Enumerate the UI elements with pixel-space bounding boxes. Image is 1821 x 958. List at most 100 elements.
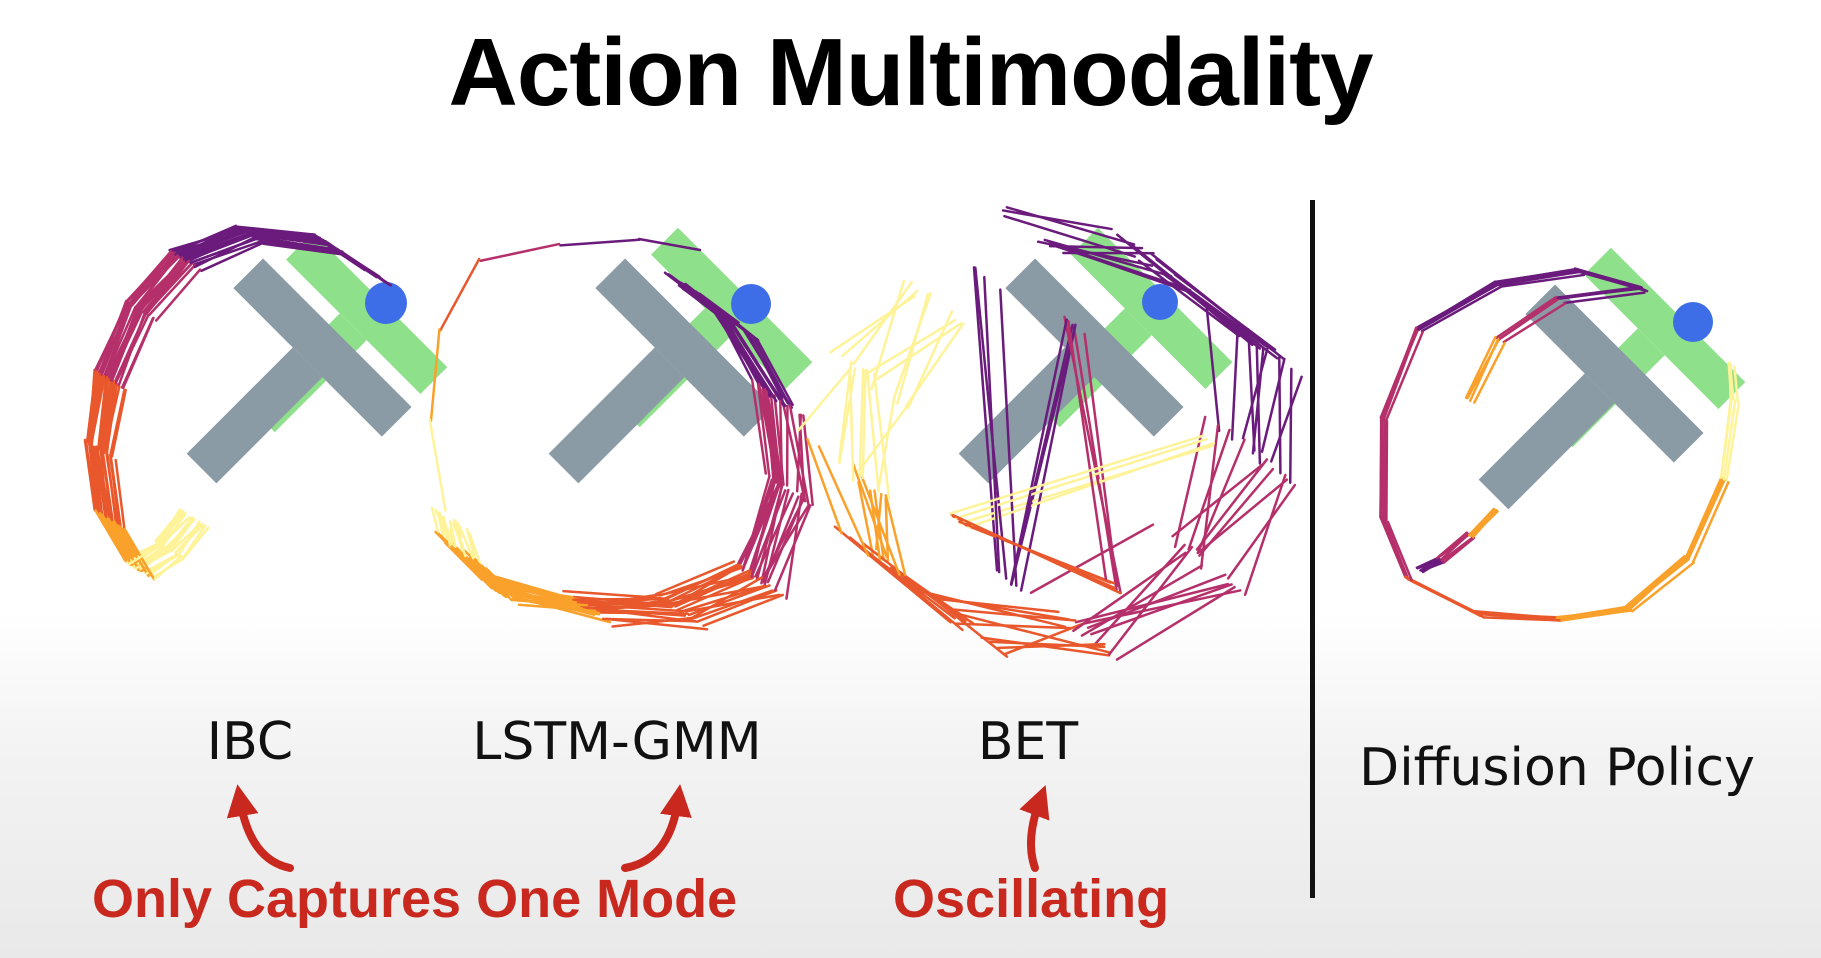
trajectory-segment [145, 554, 180, 575]
trajectory-segment [109, 456, 121, 528]
trajectory-segment [246, 232, 332, 247]
trajectory-segment [1005, 206, 1136, 246]
trajectory-segment [874, 492, 883, 551]
annotation-oscillating: Oscillating [893, 869, 1170, 929]
trajectory-segment [765, 387, 780, 482]
trajectory-segment [665, 576, 754, 604]
trajectory-segment [1386, 520, 1414, 583]
trajectory-segment [1067, 320, 1108, 580]
trajectory-segment [936, 596, 1071, 621]
trajectory-segment [601, 617, 697, 623]
trajectory-segment [143, 553, 179, 574]
trajectory-segment [750, 478, 777, 578]
trajectory-segment [1383, 519, 1410, 580]
panel-diffusion-policy [1379, 247, 1746, 622]
trajectory-segment [702, 593, 785, 627]
trajectory-segment [1691, 481, 1730, 564]
trajectory-segment [110, 308, 142, 383]
trajectory-segment [586, 607, 687, 617]
trajectory-segment [1733, 365, 1740, 404]
trajectory-segment [637, 237, 702, 252]
trajectory-segment [1072, 551, 1187, 633]
trajectory-segment [673, 278, 720, 315]
trajectory-segment [755, 337, 794, 407]
trajectory-segment [1502, 302, 1567, 344]
trajectory-segment [85, 372, 100, 444]
panel-bet [797, 206, 1303, 661]
trajectory-segment [1278, 355, 1282, 475]
trajectory-segment [1380, 326, 1418, 420]
trajectory-segment [1243, 473, 1287, 596]
trajectory-segment [723, 318, 778, 403]
trajectory-segment [748, 333, 784, 399]
trajectory-segment [1728, 363, 1734, 401]
trajectory-segment [1241, 346, 1269, 440]
agent-dot [1673, 302, 1713, 342]
trajectory-segment [125, 255, 179, 303]
trajectory-segment [465, 527, 476, 558]
trajectory-segment [690, 576, 764, 620]
trajectory-segment [105, 452, 119, 526]
trajectory-segment [987, 640, 1106, 649]
trajectory-segment [182, 234, 252, 261]
trajectory-segment [848, 536, 964, 632]
trajectory-segment [950, 513, 1122, 595]
trajectory-segment [153, 554, 183, 581]
trajectory-segment [182, 526, 210, 560]
trajectory-segment [1482, 616, 1563, 622]
trajectory-segment [252, 235, 340, 252]
agent-dot [1142, 284, 1178, 320]
trajectory-segment [169, 227, 240, 253]
trajectory-segment [88, 442, 103, 516]
trajectory-segment [1086, 573, 1227, 629]
trajectory-segment [489, 584, 574, 599]
trajectory-segment [1421, 559, 1443, 574]
trajectory-segment [177, 520, 201, 557]
trajectory-segment [479, 242, 561, 263]
trajectory-segment [719, 313, 767, 391]
trajectory-segment [1560, 609, 1633, 622]
trajectory-segment [100, 301, 132, 376]
method-label-ibc: IBC [206, 712, 294, 772]
trajectory-segment [239, 229, 316, 236]
trajectory-segment [430, 506, 440, 536]
trajectory-segment [428, 418, 447, 512]
trajectory-segment [1010, 323, 1074, 586]
trajectory-segment [1684, 476, 1723, 559]
trajectory-segment [101, 450, 114, 523]
trajectory-segment [875, 322, 963, 381]
trajectory-segment [109, 388, 126, 457]
annotation-one-mode: Only Captures One Mode [92, 869, 738, 929]
t-block [1478, 284, 1704, 510]
trajectory-segment [1196, 438, 1246, 555]
trajectory-segment [1411, 580, 1484, 618]
trajectory-segment [200, 241, 265, 273]
trajectory-segment [97, 299, 128, 376]
trajectory-segment [105, 380, 116, 456]
trajectory-segment [101, 380, 114, 454]
trajectory-segment [1442, 536, 1476, 564]
trajectory-segment [157, 508, 182, 545]
trajectory-segment [1379, 516, 1407, 579]
trajectory-segment [750, 378, 768, 475]
trajectory-segment [865, 368, 880, 493]
trajectory-segment [872, 372, 891, 500]
trajectory-segment [1043, 238, 1173, 278]
trajectory-segment [802, 414, 814, 507]
trajectory-segment [806, 437, 843, 535]
trajectory-segment [860, 475, 901, 576]
trajectory-segment [966, 441, 1216, 529]
trajectory-segment [763, 387, 779, 483]
trajectory-segment [769, 395, 782, 488]
trajectory-segment [1471, 509, 1498, 539]
trajectory-segment [906, 310, 954, 410]
trajectory-segment [189, 237, 258, 265]
trajectory-segment [1288, 367, 1293, 485]
trajectory-segment [605, 617, 709, 631]
trajectory-segment [111, 520, 144, 573]
trajectory-segment [1001, 209, 1113, 231]
trajectory-segment [785, 492, 803, 600]
trajectory-segment [112, 519, 150, 578]
trajectory-segment [1187, 428, 1231, 551]
